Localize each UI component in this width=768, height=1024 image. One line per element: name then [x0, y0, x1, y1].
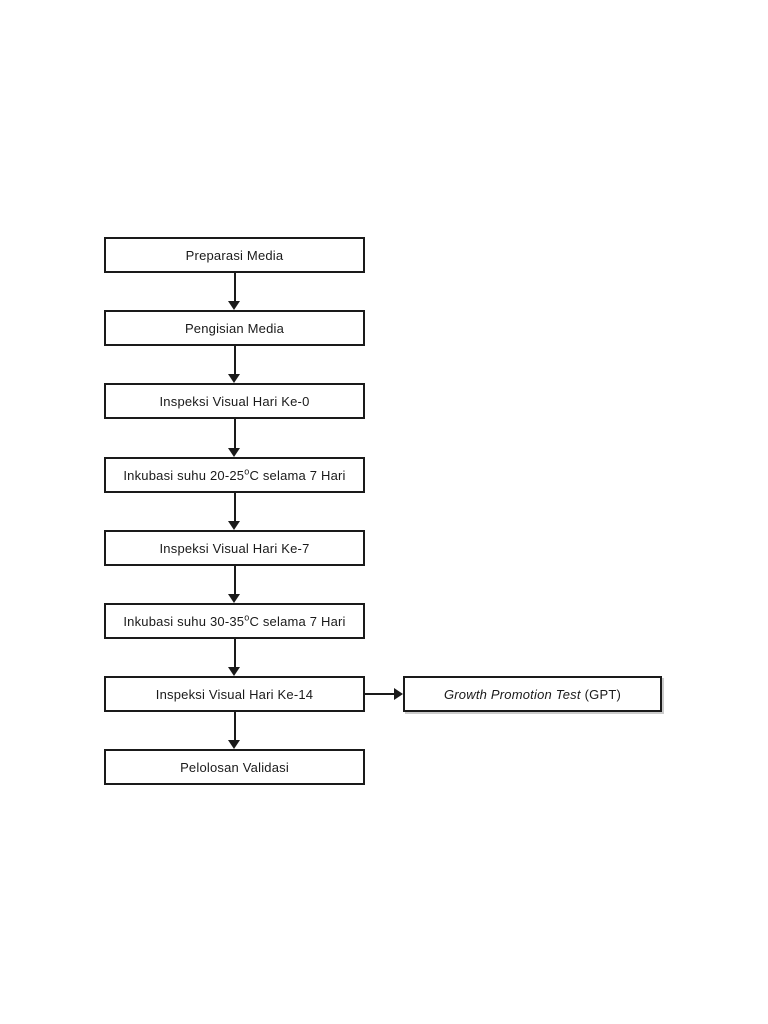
flow-step-label: Preparasi Media — [185, 247, 284, 263]
arrowhead-right-icon — [394, 687, 403, 700]
flow-step-inkubasi-30-35: Inkubasi suhu 30-35oC selama 7 Hari — [104, 603, 365, 639]
arrowhead-down-icon — [228, 301, 240, 310]
label-text: C selama 7 Hari — [249, 613, 346, 629]
flow-step-inspeksi-hari-ke-7: Inspeksi Visual Hari Ke-7 — [104, 530, 365, 566]
arrow-right-icon — [365, 687, 403, 701]
flow-step-label: Inkubasi suhu 20-25oC selama 7 Hari — [123, 466, 346, 483]
flow-step-inkubasi-20-25: Inkubasi suhu 20-25oC selama 7 Hari — [104, 457, 365, 493]
arrowhead-down-icon — [228, 667, 240, 676]
flow-step-label: Inkubasi suhu 30-35oC selama 7 Hari — [123, 612, 346, 629]
arrow-down-icon — [228, 419, 241, 457]
arrowhead-down-icon — [228, 521, 240, 530]
arrowhead-down-icon — [228, 594, 240, 603]
flow-step-preparasi-media: Preparasi Media — [104, 237, 365, 273]
flow-step-label: Inspeksi Visual Hari Ke-0 — [159, 393, 310, 409]
arrow-shaft — [233, 712, 236, 741]
arrowhead-down-icon — [228, 374, 240, 383]
arrow-shaft — [233, 419, 236, 449]
degree-superscript: o — [244, 466, 250, 477]
flow-step-label: Pengisian Media — [184, 320, 285, 336]
flow-step-inspeksi-hari-ke-14: Inspeksi Visual Hari Ke-14 — [104, 676, 365, 712]
flow-step-label: Pelolosan Validasi — [180, 759, 289, 775]
flow-step-label: Inspeksi Visual Hari Ke-14 — [155, 686, 314, 702]
flow-step-pengisian-media: Pengisian Media — [104, 310, 365, 346]
flow-branch-growth-promotion-test: Growth Promotion Test (GPT) — [403, 676, 662, 712]
arrow-down-icon — [228, 493, 241, 530]
arrow-shaft — [233, 493, 236, 522]
arrow-down-icon — [228, 639, 241, 676]
arrowhead-down-icon — [228, 448, 240, 457]
arrow-shaft — [233, 273, 236, 302]
degree-superscript: o — [244, 612, 250, 623]
flow-step-inspeksi-hari-ke-0: Inspeksi Visual Hari Ke-0 — [104, 383, 365, 419]
arrowhead-down-icon — [228, 740, 240, 749]
branch-label-regular: (GPT) — [584, 686, 622, 702]
label-text: C selama 7 Hari — [249, 467, 346, 483]
flow-step-pelolosan-validasi: Pelolosan Validasi — [104, 749, 365, 785]
arrow-shaft — [233, 639, 236, 668]
label-text: Inkubasi suhu 20-25 — [123, 467, 245, 483]
arrow-shaft — [233, 566, 236, 595]
arrow-down-icon — [228, 566, 241, 603]
label-text: Inkubasi suhu 30-35 — [123, 613, 245, 629]
arrow-down-icon — [228, 273, 241, 310]
arrow-shaft — [233, 346, 236, 375]
branch-label-italic: Growth Promotion Test — [443, 686, 581, 702]
flow-step-label: Inspeksi Visual Hari Ke-7 — [159, 540, 310, 556]
arrow-down-icon — [228, 346, 241, 383]
arrow-down-icon — [228, 712, 241, 749]
arrow-shaft — [365, 693, 395, 695]
